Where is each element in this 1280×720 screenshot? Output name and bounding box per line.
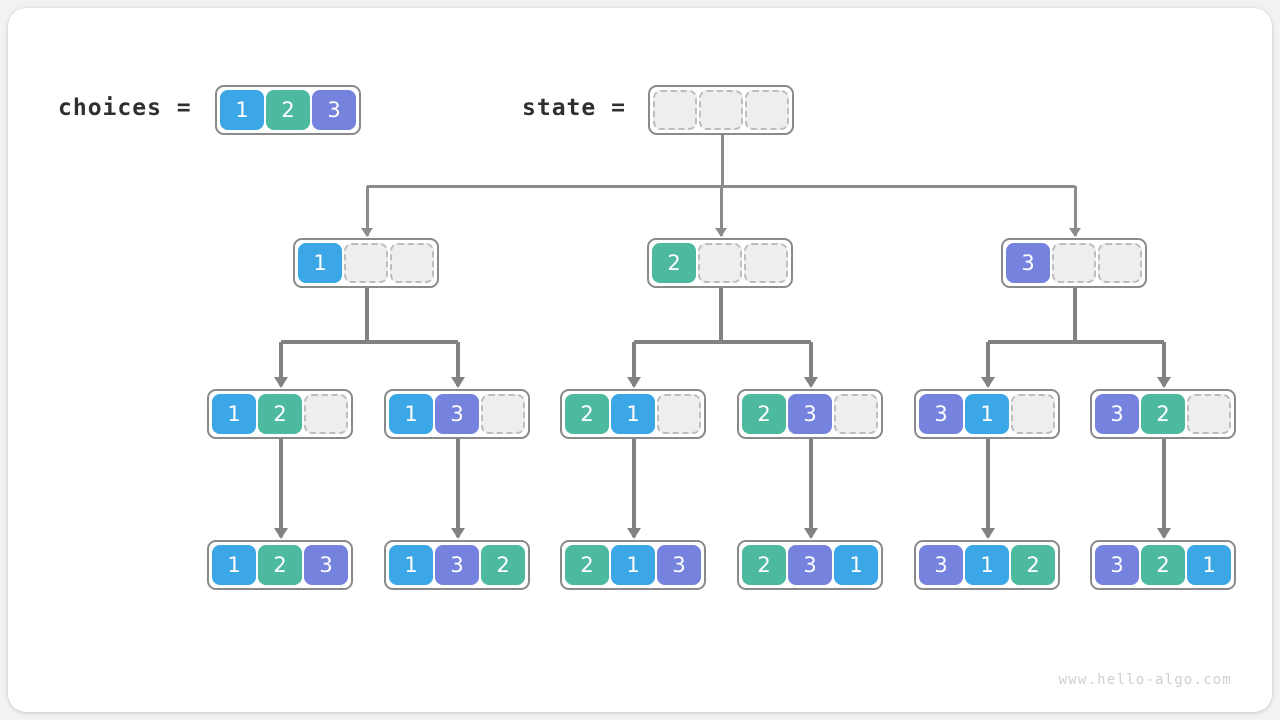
diagram-card (8, 8, 1272, 712)
watermark: www.hello-algo.com (1058, 672, 1232, 688)
